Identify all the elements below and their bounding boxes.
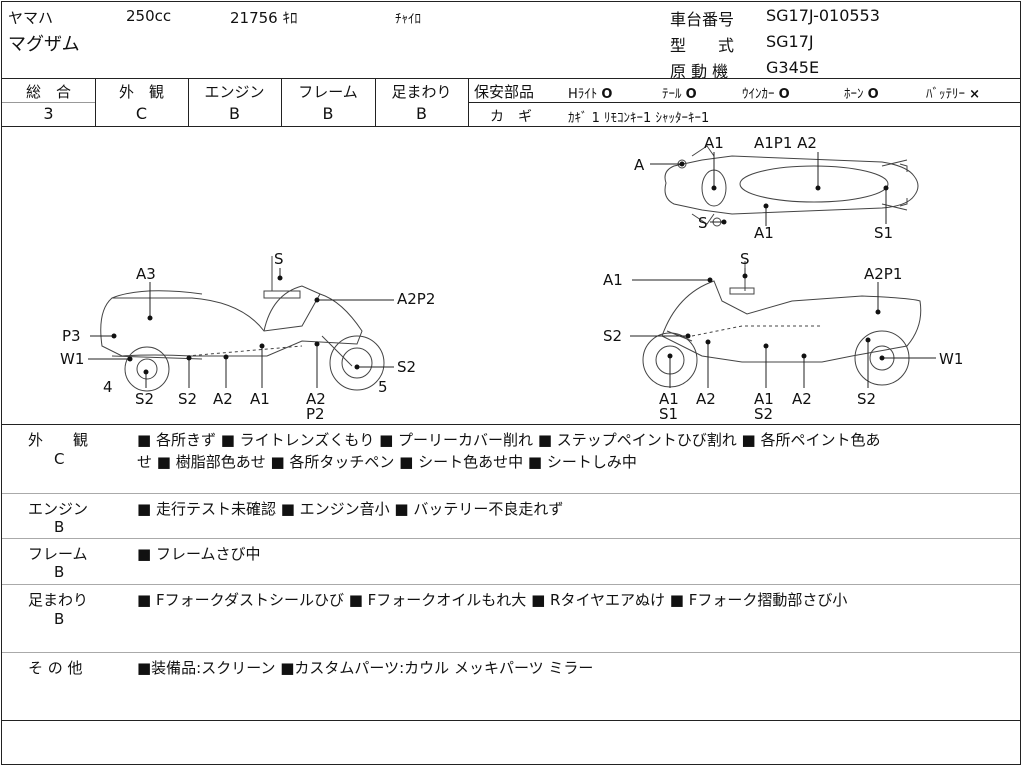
grade-value-engine: B (229, 104, 240, 123)
scooter-left-view (100, 256, 385, 392)
safety-winker: ｳｲﾝｶｰ O (742, 87, 790, 102)
frame-no: SG17J-010553 (766, 6, 880, 25)
mileage: 21756 ｷﾛ (230, 9, 298, 27)
label-left-w1: W1 (60, 350, 84, 368)
label-left-p2: P2 (306, 405, 325, 423)
label-left-a3: A3 (136, 265, 156, 283)
label-left-a2p2: A2P2 (397, 290, 435, 308)
grade-value-frame: B (322, 104, 334, 123)
grade-label-engine: エンジン (204, 83, 265, 101)
safety-tail: ﾃｰﾙ O (662, 87, 697, 102)
label-left-a2-b: A2 (306, 390, 326, 408)
keys-value: ｶｷﾞ 1 ﾘﾓｺﾝｷｰ1 ｼｬｯﾀｰｷｰ1 (568, 111, 710, 126)
note-label-frame: フレーム (28, 545, 88, 563)
label-right-a1: A1 (603, 271, 623, 289)
type-label: 型 式 (670, 36, 735, 55)
label-right-a2p1: A2P1 (864, 265, 902, 283)
color: ﾁｬｲﾛ (395, 12, 421, 27)
maker: ヤマハ (8, 9, 54, 27)
label-right-a1-c: A1 (754, 390, 774, 408)
label-top-a: A (634, 156, 645, 174)
label-left-p3: P3 (62, 327, 81, 345)
grade-value-suspension: B (416, 104, 427, 123)
label-left-s2-a: S2 (135, 390, 154, 408)
damage-diagram: A A1 A1P1 A2 S A1 S1 A3 S A2P2 P3 W1 S2 … (60, 134, 963, 423)
label-left-s2-right: S2 (397, 358, 416, 376)
label-left-s2-b: S2 (178, 390, 197, 408)
note-label-exterior: 外 観 (28, 431, 89, 449)
note-grade-frame: B (54, 563, 65, 581)
safety-label: 保安部品 (474, 83, 535, 101)
label-right-a1-b: A1 (659, 390, 679, 408)
note-label-suspension: 足まわり (28, 591, 89, 609)
note-engine-line-1: ■ 走行テスト未確認 ■ エンジン音小 ■ バッテリー不良走れず (137, 500, 564, 518)
label-left-a1: A1 (250, 390, 270, 408)
note-frame-line-1: ■ フレームさび中 (137, 545, 261, 563)
label-left-a2: A2 (213, 390, 233, 408)
label-right-s2-d: S2 (857, 390, 876, 408)
grade-label-frame: フレーム (298, 83, 358, 101)
label-top-a1: A1 (704, 134, 724, 152)
displacement: 250cc (126, 7, 172, 25)
label-left-5: 5 (378, 378, 388, 396)
label-right-a2: A2 (696, 390, 716, 408)
note-grade-engine: B (54, 518, 65, 536)
label-right-s2-c: S2 (754, 405, 773, 423)
grade-value-exterior: C (135, 104, 148, 123)
engine-value: G345E (766, 58, 820, 77)
note-grade-suspension: B (54, 610, 65, 628)
note-grade-exterior: C (54, 450, 65, 468)
label-left-4: 4 (103, 378, 113, 396)
label-right-s: S (740, 250, 750, 268)
engine-label: 原 動 機 (670, 62, 729, 81)
label-right-a2-c: A2 (792, 390, 812, 408)
type-value: SG17J (766, 32, 814, 51)
label-right-s2: S2 (603, 327, 622, 345)
model-name: マグザム (8, 34, 80, 55)
note-other-line-1: ■装備品:スクリーン ■カスタムパーツ:カウル メッキパーツ ミラー (137, 659, 594, 677)
keys-label: カ ギ (490, 109, 532, 125)
grade-value-overall: 3 (43, 104, 54, 123)
grade-label-exterior: 外 観 (118, 83, 164, 101)
label-right-w1: W1 (939, 350, 963, 368)
note-label-other: そ の 他 (28, 659, 83, 677)
label-right-s1: S1 (659, 405, 678, 423)
label-top-a1p1a2: A1P1 A2 (754, 134, 817, 152)
note-suspension-line-1: ■ Fフォークダストシールひび ■ Fフォークオイルもれ大 ■ Rタイヤエアぬけ… (137, 591, 848, 609)
note-exterior-line-1: ■ 各所きず ■ ライトレンズくもり ■ プーリーカバー削れ ■ ステップペイン… (137, 431, 881, 449)
note-label-engine: エンジン (28, 500, 89, 518)
safety-battery: ﾊﾞｯﾃﾘｰ × (926, 87, 981, 102)
label-top-s: S (698, 214, 708, 232)
label-top-s1: S1 (874, 224, 893, 242)
frame-no-label: 車台番号 (670, 10, 735, 29)
label-top-a1-lower: A1 (754, 224, 774, 242)
grade-label-overall: 総 合 (25, 83, 71, 101)
safety-horn: ﾎｰﾝ O (844, 87, 879, 102)
note-exterior-line-2: せ ■ 樹脂部色あせ ■ 各所タッチペン ■ シート色あせ中 ■ シートしみ中 (137, 453, 637, 471)
grade-label-suspension: 足まわり (391, 83, 452, 101)
safety-headlight: Hﾗｲﾄ O (568, 87, 613, 102)
label-left-s: S (274, 250, 284, 268)
